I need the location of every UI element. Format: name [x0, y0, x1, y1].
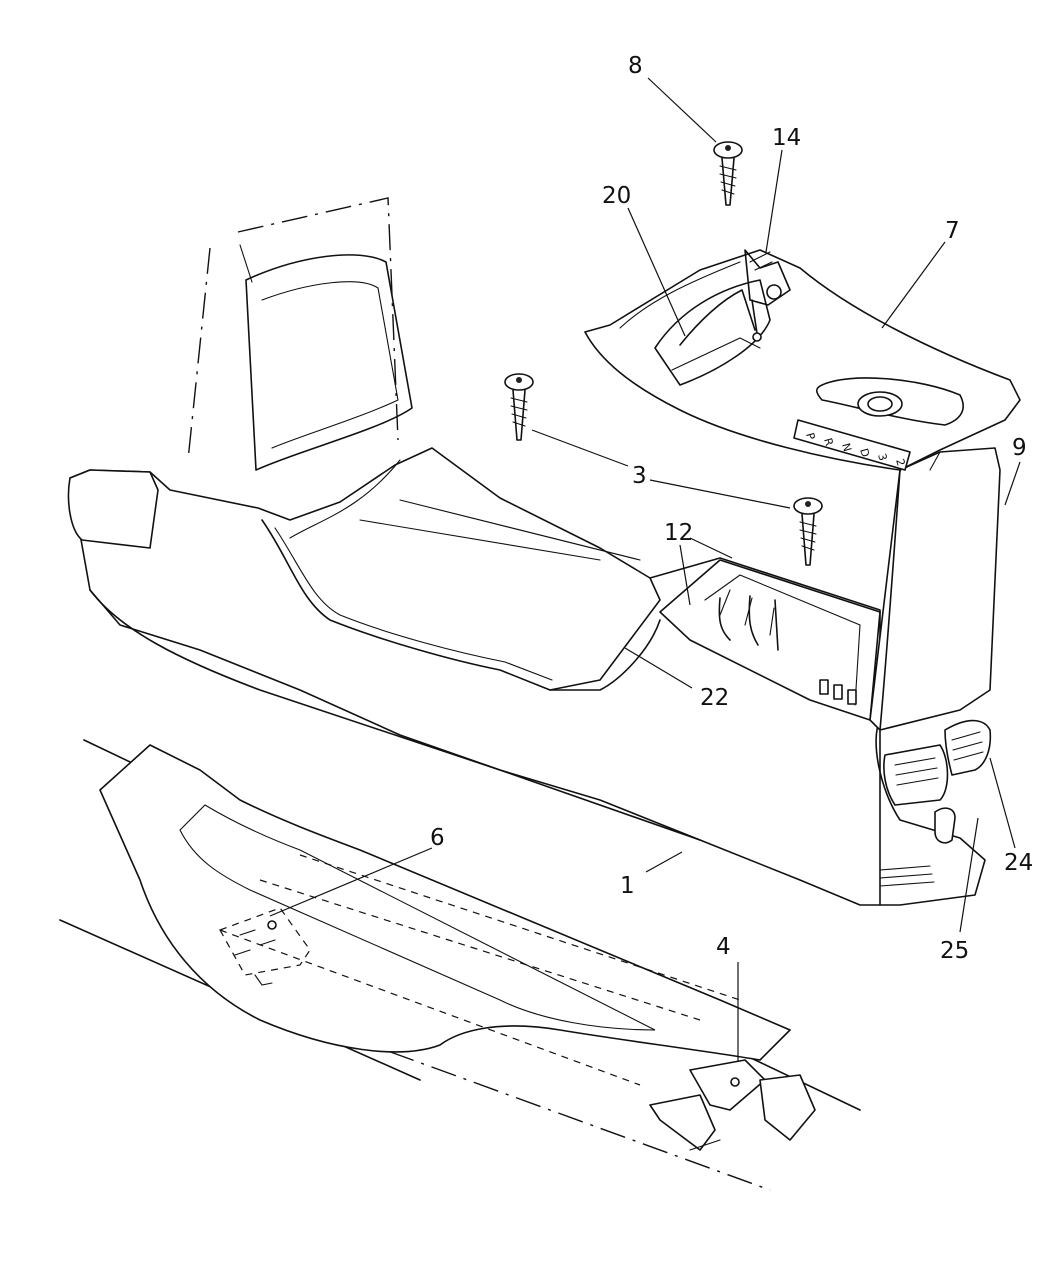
bracket-part-6 [219, 907, 311, 986]
callout-3: 3 [632, 463, 647, 489]
floor-tunnel [59, 739, 861, 1191]
shifter-letter-2: 2 [893, 457, 907, 467]
callout-labels: 8 14 20 7 3 9 12 22 6 1 24 4 25 [430, 53, 1033, 964]
callout-7: 7 [945, 218, 960, 244]
shift-mechanism-part-14 [744, 249, 791, 342]
callout-6: 6 [430, 825, 445, 851]
shifter-letter-R: R [821, 436, 836, 447]
screw-part-3-lower [793, 497, 823, 566]
callout-24: 24 [1004, 850, 1033, 876]
leader-lines [269, 77, 1021, 1062]
callout-8: 8 [628, 53, 643, 79]
callout-25: 25 [940, 938, 969, 964]
trim-panel-part-20 [679, 289, 756, 346]
shifter-letter-N: N [839, 442, 854, 453]
callout-4: 4 [716, 934, 731, 960]
armrest-part-9 [869, 447, 1001, 731]
callout-9: 9 [1012, 435, 1027, 461]
shifter-letter-P: P [803, 431, 817, 441]
callout-22: 22 [700, 685, 729, 711]
shifter-letter-D: D [857, 447, 872, 459]
callout-1: 1 [620, 873, 635, 899]
screw-part-3-upper [504, 373, 534, 441]
bracket-part-4 [649, 1059, 816, 1151]
callout-12: 12 [664, 520, 693, 546]
screw-part-8 [713, 141, 743, 206]
power-outlet-part-25 [879, 807, 956, 887]
callout-20: 20 [602, 183, 631, 209]
callout-14: 14 [772, 125, 801, 151]
rear-vents-part-24 [883, 719, 992, 806]
shifter-letter-3: 3 [875, 452, 889, 462]
seat-phantom [187, 197, 413, 471]
